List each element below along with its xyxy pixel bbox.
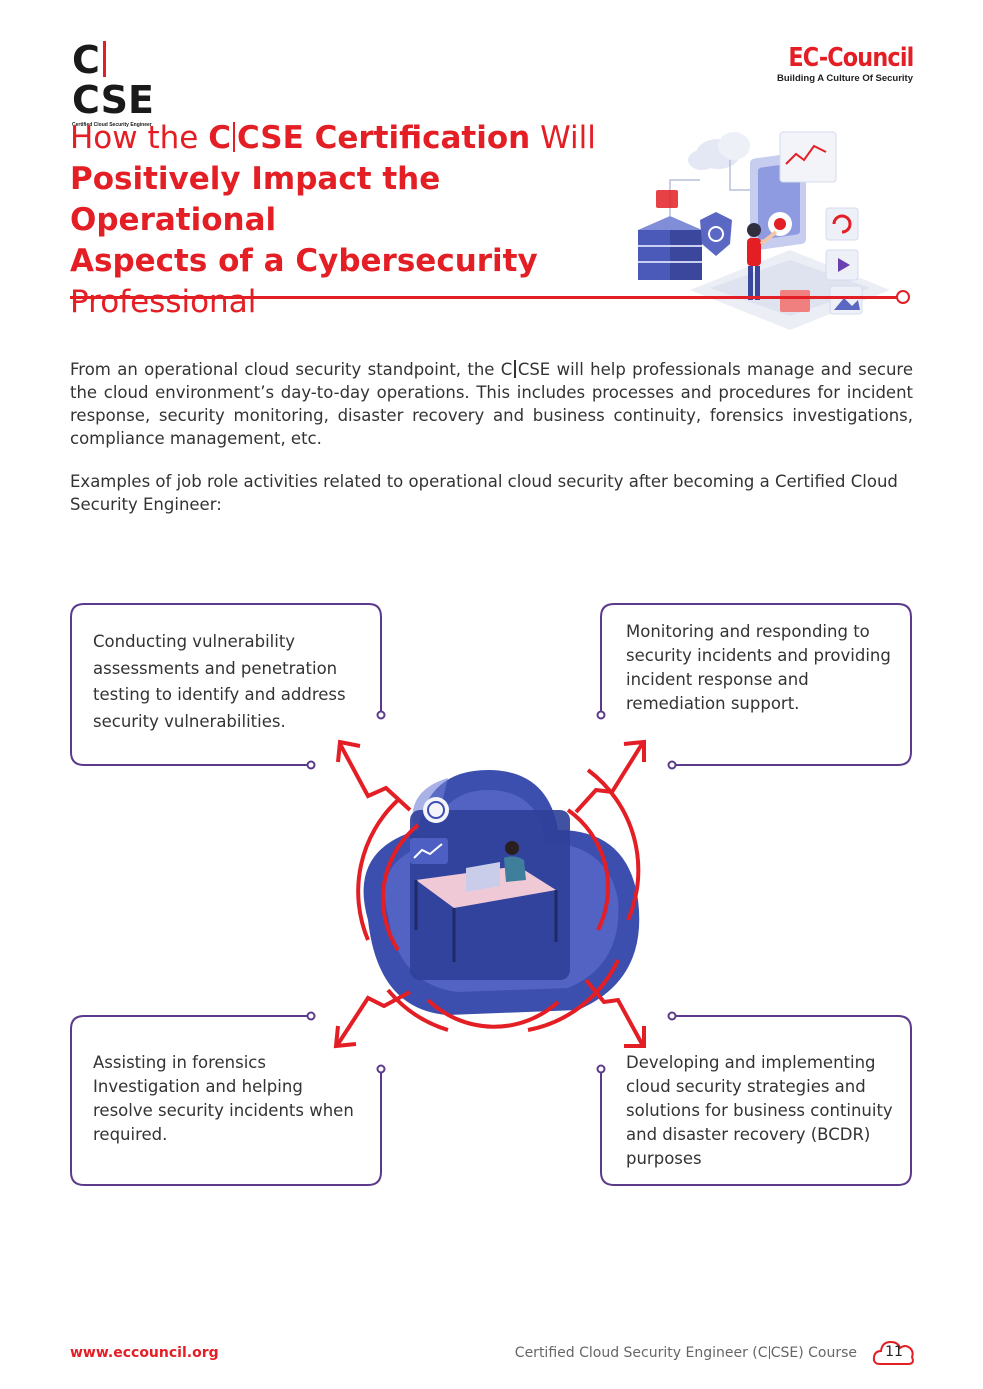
intro-start: From an operational cloud security stand… — [70, 360, 501, 379]
title-line-4: Professional — [70, 284, 257, 320]
footer-course-end: CSE) Course — [770, 1345, 857, 1361]
title-certification: Certification — [303, 120, 531, 156]
ccse-logo-subtitle: Certified Cloud Security Engineer — [72, 122, 152, 128]
footer-url[interactable]: www.eccouncil.org — [70, 1345, 219, 1361]
cloud-badge-icon — [872, 1340, 914, 1365]
tile-icon — [825, 207, 859, 241]
intro-paragraph: From an operational cloud security stand… — [70, 358, 913, 450]
title-divider — [70, 296, 900, 299]
ec-council-name: EC-Council — [787, 43, 914, 73]
ec-council-logo: EC-Council Building A Culture Of Securit… — [768, 43, 914, 84]
chart-screen-icon — [410, 838, 448, 864]
red-folder-icon — [656, 190, 678, 208]
ccse-logo-left: C — [72, 38, 100, 82]
cloud-icon — [688, 132, 750, 170]
title-line-2: Positively Impact the Operational — [70, 161, 441, 238]
dollar-bubble-icon — [423, 797, 449, 823]
examples-paragraph: Examples of job role activities related … — [70, 472, 898, 514]
activity-card-vulnerability: Conducting vulnerability assessments and… — [70, 603, 386, 770]
person-icon — [504, 841, 526, 882]
activity-text: Developing and implementing cloud securi… — [626, 1053, 893, 1168]
cloud-workstation-illustration — [333, 739, 646, 1049]
cloud-security-hero-illustration — [638, 131, 890, 330]
arrow-top-right-icon — [574, 739, 646, 814]
intro-brand-left: C — [500, 360, 513, 379]
intro-rest: will help professionals manage and secur… — [70, 360, 913, 448]
laptop-icon — [466, 862, 500, 892]
activity-card-forensics: Assisting in forensics Investigation and… — [70, 1011, 386, 1187]
title-brand-left: C — [208, 120, 231, 156]
ccse-logo: CCSE Certified Cloud Security Engineer — [72, 38, 172, 128]
title-divider-end — [896, 290, 910, 304]
title-brand-right: CSE — [236, 120, 304, 156]
ccse-logo-right: CSE — [72, 78, 154, 122]
shield-icon — [700, 212, 732, 256]
title-part1: How the — [70, 120, 209, 156]
footer-course-start: Certified Cloud Security Engineer (C — [514, 1345, 768, 1361]
page-number-badge: 11 — [872, 1336, 916, 1368]
cycle-arrows-icon — [356, 768, 641, 1032]
activity-card-incident-response: Monitoring and responding to security in… — [596, 603, 912, 770]
activity-text: Conducting vulnerability assessments and… — [93, 632, 346, 731]
arrow-bottom-left-icon — [333, 990, 411, 1049]
server-stack-icon — [638, 216, 702, 280]
intro-brand-right: CSE — [517, 360, 551, 379]
folder-icon — [780, 290, 810, 312]
activity-card-bcdr: Developing and implementing cloud securi… — [596, 1011, 912, 1187]
chart-card-icon — [779, 131, 837, 183]
person-icon — [747, 223, 778, 300]
activity-text: Assisting in forensics Investigation and… — [93, 1053, 354, 1144]
arrow-bottom-right-icon — [584, 978, 646, 1048]
title-will: Will — [530, 120, 596, 156]
activity-text: Monitoring and responding to security in… — [626, 622, 891, 713]
ec-council-tagline: Building A Culture Of Security — [777, 73, 913, 84]
title-line-3: Aspects of a Cybersecurity — [70, 243, 538, 279]
arrow-top-left-icon — [336, 739, 412, 812]
page-number: 11 — [885, 1344, 903, 1360]
